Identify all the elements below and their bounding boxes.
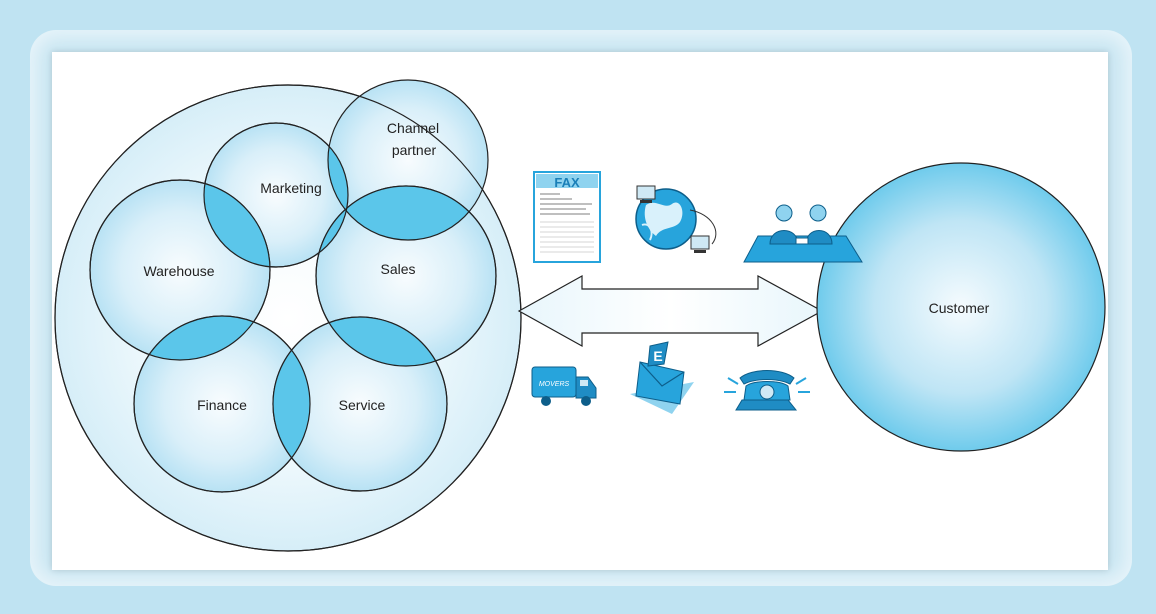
customer-label: Customer	[929, 300, 990, 316]
telephone-icon	[724, 370, 810, 411]
meeting-people-icon	[743, 204, 863, 263]
internet-globe-icon	[635, 185, 717, 253]
email-label: E	[653, 348, 662, 364]
truck-label: MOVERS	[539, 381, 570, 388]
finance-label: Finance	[197, 397, 247, 413]
double-arrow	[517, 274, 824, 348]
delivery-truck-icon: MOVERS	[531, 366, 597, 406]
service-label: Service	[339, 397, 386, 413]
fax-icon: FAX	[533, 171, 601, 263]
channel-partner-label-line1: Channel	[387, 120, 439, 136]
sales-label: Sales	[380, 261, 415, 277]
channel-partner-label-line2: partner	[392, 142, 437, 158]
warehouse-label: Warehouse	[143, 263, 214, 279]
fax-label: FAX	[554, 175, 580, 190]
customer-circle	[816, 162, 1106, 452]
email-envelope-icon: E	[630, 341, 694, 414]
marketing-label: Marketing	[260, 180, 321, 196]
